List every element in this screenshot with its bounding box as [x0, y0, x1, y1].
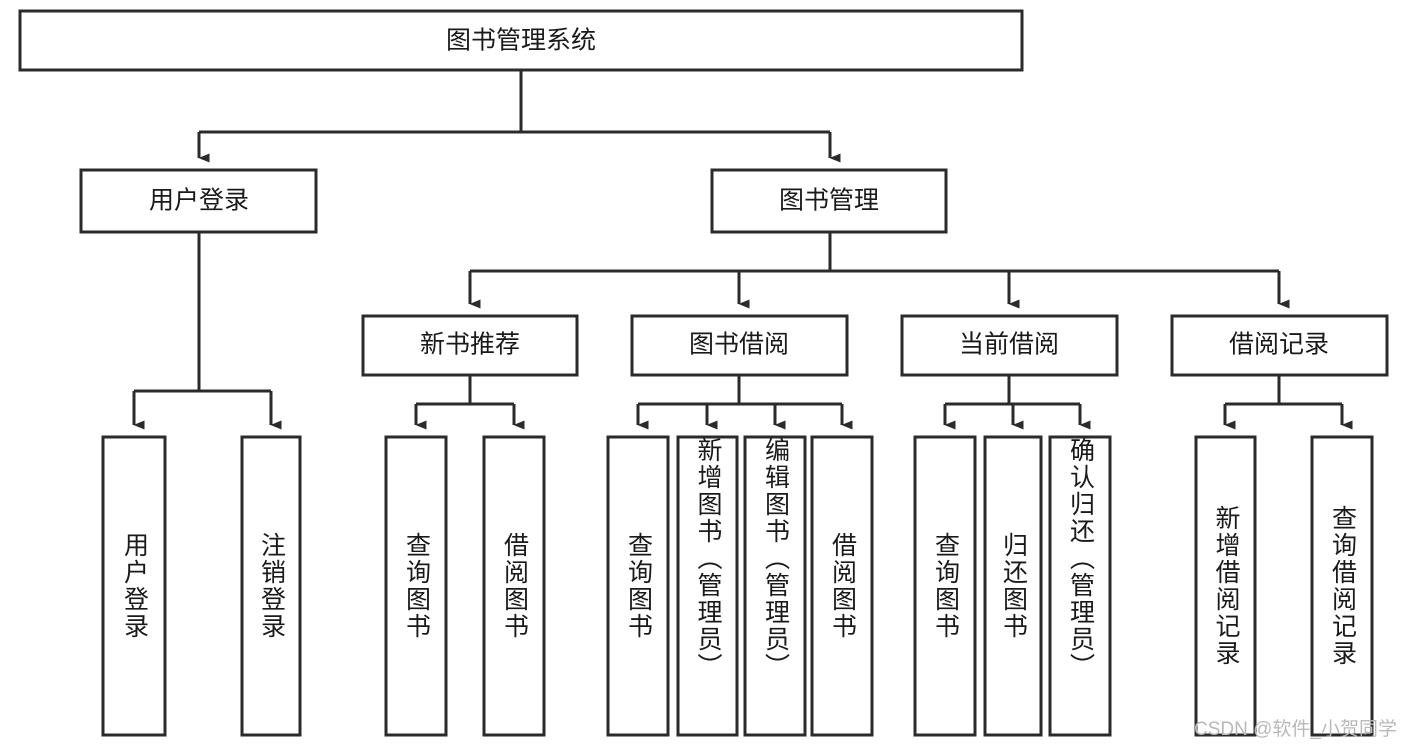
leaf-box-edit-book-admin[interactable]	[743, 435, 807, 737]
leaf-box-query-books-current[interactable]	[913, 435, 977, 737]
leaf-box-query-books-new[interactable]	[384, 435, 448, 737]
node-book-management-box[interactable]	[710, 168, 948, 234]
connector-layer	[132, 70, 1353, 430]
leaf-box-confirm-return-admin[interactable]	[1048, 435, 1112, 737]
watermark-text: CSDN @软件_小贺同学	[1194, 719, 1397, 740]
node-current-borrow-label: 当前借阅	[959, 331, 1059, 359]
leaf-box-layer	[101, 435, 1374, 737]
node-root-system[interactable]: 图书管理系统	[18, 9, 1024, 72]
node-new-book-recommend[interactable]: 新书推荐	[361, 314, 579, 377]
node-root-system-box[interactable]	[18, 9, 1024, 72]
leaf-box-borrow-books-new[interactable]	[482, 435, 546, 737]
node-current-borrow-box[interactable]	[900, 314, 1119, 377]
leaf-box-user-login[interactable]	[101, 435, 167, 737]
leaf-box-logout[interactable]	[240, 435, 302, 737]
leaf-box-query-borrow-record[interactable]	[1310, 435, 1374, 737]
node-new-book-recommend-box[interactable]	[361, 314, 579, 377]
leaf-box-add-borrow-record[interactable]	[1194, 435, 1257, 737]
leaf-box-borrow-books-borrow[interactable]	[810, 435, 874, 737]
node-book-borrow[interactable]: 图书借阅	[630, 314, 849, 377]
leaf-box-return-books[interactable]	[983, 435, 1043, 737]
node-book-management[interactable]: 图书管理	[710, 168, 948, 234]
node-user-login-box[interactable]	[79, 168, 318, 234]
node-current-borrow[interactable]: 当前借阅	[900, 314, 1119, 377]
node-user-login-label: 用户登录	[149, 187, 249, 215]
node-borrow-records-label: 借阅记录	[1229, 331, 1329, 359]
node-new-book-recommend-label: 新书推荐	[420, 331, 520, 359]
node-borrow-records[interactable]: 借阅记录	[1170, 314, 1389, 377]
leaf-box-query-books-borrow[interactable]	[606, 435, 670, 737]
leaf-box-add-book-admin[interactable]	[676, 435, 739, 737]
node-root-system-label: 图书管理系统	[446, 27, 596, 55]
node-user-login[interactable]: 用户登录	[79, 168, 318, 234]
node-book-borrow-label: 图书借阅	[689, 331, 789, 359]
node-borrow-records-box[interactable]	[1170, 314, 1389, 377]
node-book-management-label: 图书管理	[779, 187, 879, 215]
node-book-borrow-box[interactable]	[630, 314, 849, 377]
